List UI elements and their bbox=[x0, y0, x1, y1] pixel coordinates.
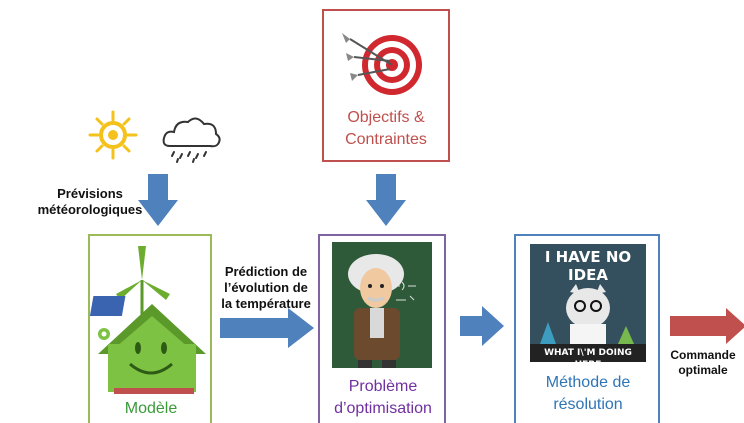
resolution-method-box: I HAVE NO IDEA WHAT I\'M DOING HERE Méth… bbox=[514, 234, 660, 423]
meme-bottom-text: WHAT I\'M DOING HERE bbox=[544, 348, 632, 362]
sun-icon bbox=[88, 110, 138, 160]
problem-to-method-arrow bbox=[460, 306, 504, 346]
optimal-command-label: Commande optimale bbox=[670, 348, 736, 377]
meme-image: I HAVE NO IDEA WHAT I\'M DOING HERE bbox=[530, 244, 646, 362]
scientist-illustration bbox=[332, 242, 432, 368]
target-icon bbox=[342, 33, 422, 95]
meme-top-text: I HAVE NO IDEA bbox=[544, 248, 632, 284]
green-house-icon bbox=[89, 246, 206, 394]
rain-cloud-icon bbox=[162, 117, 221, 163]
objectives-box: Objectifs & Contraintes bbox=[322, 9, 450, 162]
optimisation-problem-box: Problème d’optimisation bbox=[318, 234, 446, 423]
weather-arrow bbox=[138, 174, 178, 226]
prediction-label: Prédiction de l’évolution de la températ… bbox=[221, 264, 311, 311]
prediction-arrow bbox=[220, 308, 314, 348]
objectives-label: Objectifs & Contraintes bbox=[345, 109, 427, 148]
resolution-method-label: Méthode de résolution bbox=[545, 374, 631, 413]
weather-forecast-label: Prévisions météorologiques bbox=[37, 186, 143, 217]
optimal-command-arrow bbox=[670, 308, 744, 344]
model-label: Modèle bbox=[124, 400, 178, 417]
model-box: Modèle bbox=[88, 234, 212, 423]
cat-scientist-illustration bbox=[530, 244, 646, 362]
objectives-arrow bbox=[366, 174, 406, 226]
optimisation-problem-label: Problème d’optimisation bbox=[334, 378, 432, 417]
